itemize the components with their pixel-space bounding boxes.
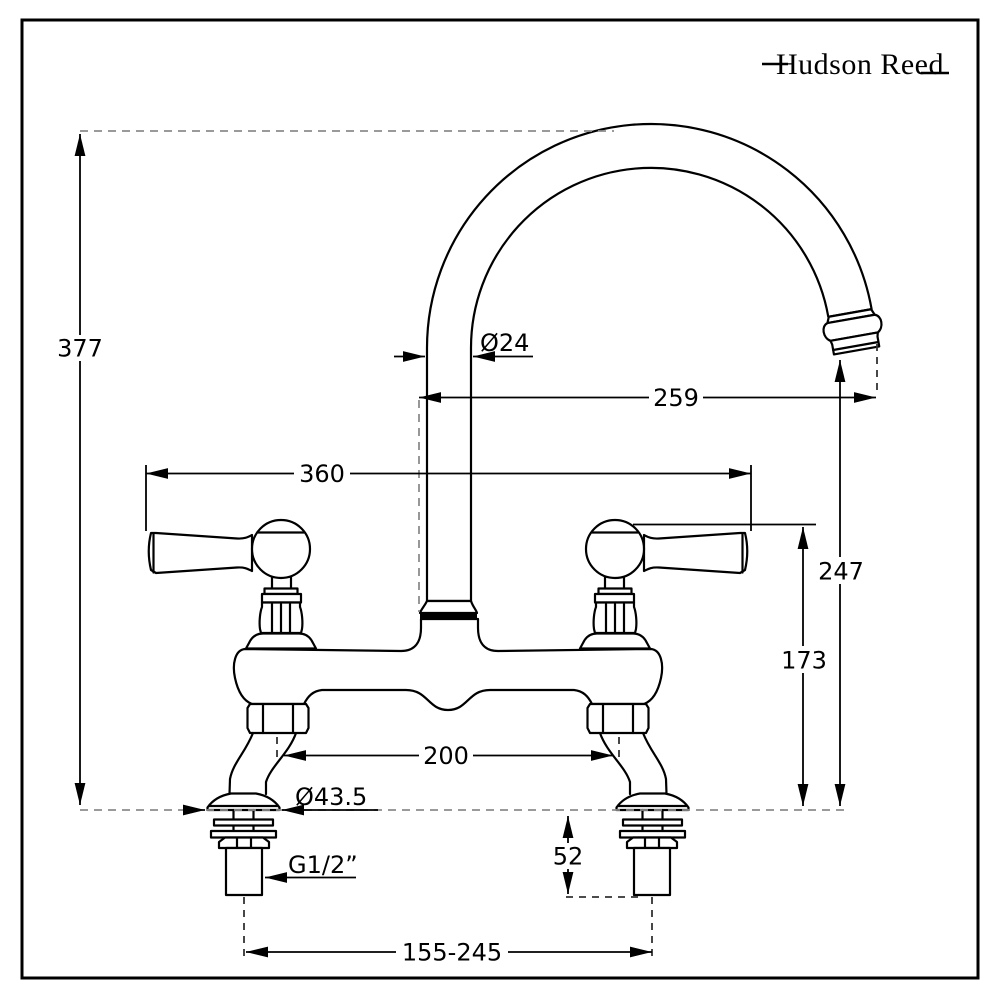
left-valve-assembly [147,518,318,956]
dim-inlet-thread: G1/2” [265,851,358,883]
dimension-annotations: 377 360 Ø24 259 247 [54,130,878,967]
dim-below-deck: 52 [546,816,588,894]
faucet-drawing [147,122,883,958]
drawing-border [20,18,980,980]
dim-label-360: 360 [299,460,345,488]
dim-flange-diameter: Ø43.5 [183,783,378,816]
backnut [217,836,271,850]
dim-label-52: 52 [553,843,584,871]
washer [212,818,275,827]
spout-aerator [822,308,883,356]
dim-label-g12: G1/2” [288,851,358,879]
lever-handle [147,531,254,575]
bridge-body [232,617,664,712]
right-valve-assembly [578,518,749,958]
dim-spout-reach: 259 [419,384,876,412]
spout-base-collar [418,599,479,615]
inlet-leg [228,731,255,796]
inlet-tail [224,846,264,897]
dim-handle-span: 360 [145,460,752,531]
dim-tail-centres: 155-245 [246,938,652,967]
dim-handle-height: 173 [633,523,832,806]
dim-inlet-centres: 200 [284,742,613,770]
dim-label-155-245: 155-245 [402,939,502,967]
dim-label-377: 377 [57,335,103,363]
dim-outlet-height: 247 [813,360,869,806]
spout-collar-band [420,613,477,619]
dim-label-259: 259 [653,384,699,412]
dim-label-o24: Ø24 [480,329,529,357]
valve-collar-lower [260,592,303,604]
brand-logo: Hudson Reed [762,48,949,81]
brand-logo-text: Hudson Reed [776,48,944,81]
handle-ball [250,518,312,580]
dim-overall-height: 377 [54,134,106,805]
spout-swan-neck [425,122,873,603]
dim-label-247: 247 [818,558,864,586]
dim-label-o43-5: Ø43.5 [295,783,367,811]
dim-label-173: 173 [781,647,827,675]
valve-skirt [244,632,318,650]
dim-label-200: 200 [423,742,469,770]
dim-spout-diameter: Ø24 [394,329,533,362]
base-flange [206,792,281,812]
union-nut [246,702,310,735]
